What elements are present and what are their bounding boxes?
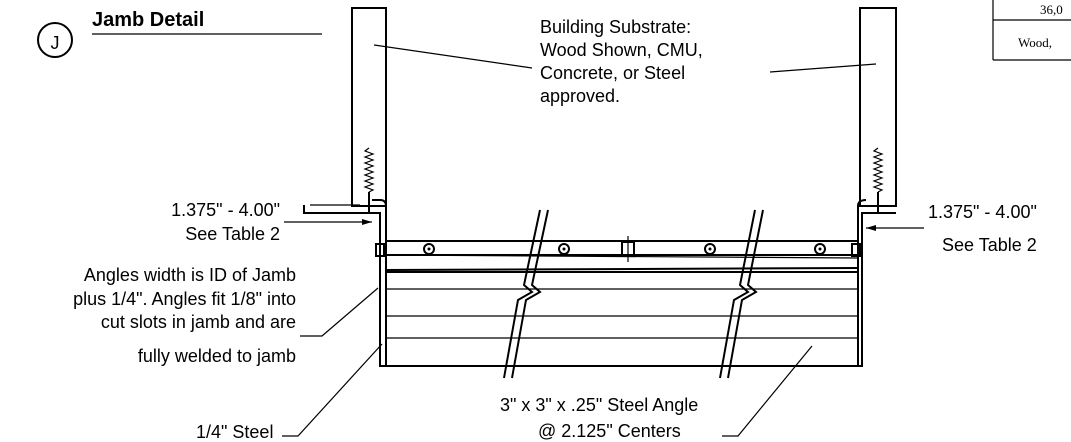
substrate-line-3: Concrete, or Steel [540,63,685,83]
angles-note-line-1: Angles width is ID of Jamb [84,265,296,285]
steel-angle-line-1: 3" x 3" x .25" Steel Angle [500,395,698,415]
steel-angle-assembly [385,240,859,367]
right-substrate [859,7,897,212]
detail-marker-circle [37,22,73,58]
right-lag-screw [872,147,884,193]
angles-note-line-3: cut slots in jamb and are [101,312,296,332]
angles-note-callout: Angles width is ID of Jamb plus 1/4". An… [73,265,379,366]
angles-note-line-4: fully welded to jamb [138,346,296,366]
dim-left-callout: 1.375" - 4.00" See Table 2 [171,200,372,244]
steel-plate-callout: 1/4" Steel [196,343,383,442]
angle-bolts [375,236,861,262]
substrate-line-4: approved. [540,86,620,106]
left-jamb-plate [303,199,387,367]
table-fragment: 36,0 Wood, [992,0,1071,61]
right-jamb-plate [857,199,896,367]
dim-right-ref: See Table 2 [942,235,1037,255]
dim-left-ref: See Table 2 [185,224,280,244]
table-cell-1: 36,0 [1040,2,1063,17]
dim-left-value: 1.375" - 4.00" [171,200,280,220]
angles-note-line-2: plus 1/4". Angles fit 1/8" into [73,289,296,309]
left-lag-screw [363,147,375,193]
detail-marker-letter: J [51,33,60,53]
substrate-line-2: Wood Shown, CMU, [540,40,703,60]
steel-angle-line-2: @ 2.125" Centers [538,421,681,441]
substrate-callout: Building Substrate: Wood Shown, CMU, Con… [373,17,877,106]
steel-angle-callout: 3" x 3" x .25" Steel Angle @ 2.125" Cent… [500,345,813,441]
break-lines [503,209,764,379]
detail-title: Jamb Detail [92,9,204,31]
table-cell-2: Wood, [1018,35,1052,50]
dim-right-value: 1.375" - 4.00" [928,202,1037,222]
dim-right-callout: 1.375" - 4.00" See Table 2 [866,202,1037,255]
substrate-line-1: Building Substrate: [540,17,691,37]
steel-plate-label: 1/4" Steel [196,422,273,442]
left-substrate [351,7,387,212]
